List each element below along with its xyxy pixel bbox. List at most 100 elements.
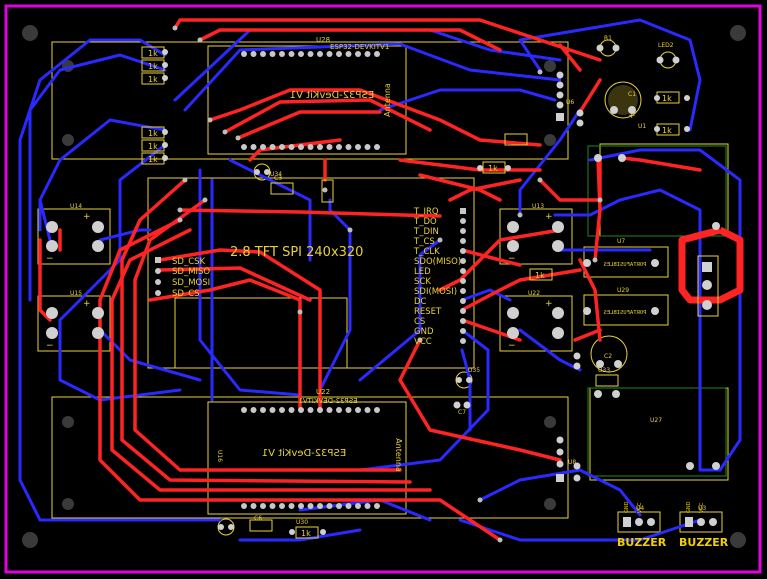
- svg-text:SD_MOSI: SD_MOSI: [172, 278, 210, 288]
- header-pad: [460, 298, 466, 304]
- svg-text:U4: U4: [636, 505, 644, 512]
- header-pad: [364, 51, 371, 57]
- header-pad: [307, 503, 314, 509]
- mount-holes: [22, 25, 746, 548]
- header-pad: [298, 144, 304, 150]
- u13-outline: [499, 208, 573, 265]
- svg-text:T_IRQ: T_IRQ: [413, 207, 439, 217]
- header-pad: [345, 407, 352, 413]
- svg-text:−: −: [46, 254, 54, 264]
- header-pad: [460, 218, 466, 224]
- header-pad: [288, 407, 295, 413]
- header-pad: [460, 208, 466, 214]
- esp-top-header-pins: [241, 51, 380, 150]
- display-left-header-pins: [155, 257, 161, 296]
- svg-text:GND: GND: [624, 501, 630, 513]
- svg-text:1k: 1k: [148, 129, 158, 138]
- header-pad: [355, 144, 361, 150]
- header-pad: [279, 503, 285, 509]
- display-left-pin-labels: SD_CSK SD_MISO SD_MOSI SD_CS: [172, 257, 210, 299]
- top-traces: [38, 18, 702, 542]
- header-pad: [460, 258, 466, 264]
- courtyard: [587, 145, 727, 477]
- svg-text:1k: 1k: [148, 49, 158, 58]
- svg-text:1k: 1k: [488, 164, 498, 173]
- svg-text:U30: U30: [296, 519, 308, 526]
- header-pad: [317, 407, 323, 413]
- header-pad: [355, 407, 361, 413]
- header-pad: [260, 503, 266, 509]
- header-pad: [345, 503, 352, 509]
- svg-text:U16: U16: [216, 450, 223, 462]
- buzzer-left: [623, 517, 655, 527]
- header-pad: [307, 144, 314, 150]
- header-pad: [460, 238, 466, 244]
- header-pad: [460, 318, 466, 324]
- svg-text:1k: 1k: [148, 75, 158, 84]
- terminal-signs: +− +− +− +− +: [46, 111, 636, 351]
- u15-outline: [37, 295, 111, 352]
- svg-text:U1: U1: [638, 123, 646, 130]
- esp-top-outline: [51, 41, 569, 160]
- header-pad: [460, 338, 466, 344]
- svg-text:GND: GND: [686, 501, 692, 513]
- header-pad: [298, 407, 304, 413]
- svg-text:−: −: [46, 341, 54, 351]
- header-pad: [345, 51, 352, 57]
- header-pad: [460, 228, 466, 234]
- header-pad: [155, 257, 161, 263]
- svg-text:ESP32-DEVKITV1: ESP32-DEVKITV1: [298, 397, 357, 405]
- svg-text:+: +: [628, 111, 636, 121]
- power-connector: [697, 255, 719, 317]
- header-pad: [288, 51, 295, 57]
- header-pad: [374, 144, 380, 150]
- svg-text:U29: U29: [617, 287, 629, 294]
- svg-text:U33: U33: [598, 367, 610, 374]
- header-pad: [345, 144, 352, 150]
- component-refs: U14 U15 U13 U22 U34 U33 U35 U30 U7 U29 U…: [70, 35, 706, 526]
- header-pad: [288, 503, 295, 509]
- svg-text:U13: U13: [532, 203, 544, 210]
- header-pad: [460, 308, 466, 314]
- header-pad: [298, 503, 304, 509]
- svg-text:+: +: [83, 212, 91, 222]
- svg-text:PORTAFUSIBLES: PORTAFUSIBLES: [603, 262, 646, 268]
- header-pad: [307, 51, 314, 57]
- svg-text:Antenna: Antenna: [394, 438, 403, 472]
- header-pad: [336, 144, 342, 150]
- svg-text:LED2: LED2: [658, 42, 674, 49]
- svg-text:SD_MISO: SD_MISO: [172, 267, 210, 277]
- header-pad: [279, 407, 285, 413]
- header-pad: [250, 503, 257, 509]
- header-pad: [155, 268, 161, 274]
- svg-text:U15: U15: [70, 290, 82, 297]
- header-pad: [317, 51, 323, 57]
- svg-text:U14: U14: [70, 203, 82, 210]
- terminal-block-u15: [46, 307, 104, 339]
- header-pad: [288, 144, 295, 150]
- header-pad: [155, 279, 161, 285]
- header-pad: [269, 503, 276, 509]
- power-trace: [678, 226, 744, 304]
- esp-bottom-header-pins: [241, 407, 380, 509]
- svg-text:SDI(MOSI): SDI(MOSI): [414, 287, 457, 297]
- header-pad: [336, 503, 342, 509]
- buzzer-right: [685, 517, 717, 527]
- header-pad: [460, 268, 466, 274]
- header-pad: [355, 51, 361, 57]
- svg-text:U3: U3: [698, 505, 706, 512]
- svg-text:LED: LED: [414, 267, 431, 277]
- svg-text:SDO(MISO): SDO(MISO): [414, 257, 461, 267]
- svg-text:SD_CSK: SD_CSK: [172, 257, 206, 267]
- svg-text:BUZZER: BUZZER: [679, 536, 729, 549]
- header-pad: [307, 407, 314, 413]
- display-title: 2.8 TFT SPI 240x320: [230, 245, 363, 260]
- header-pad: [250, 407, 257, 413]
- header-pad: [250, 144, 257, 150]
- svg-text:ESP32-DevKit V1: ESP32-DevKit V1: [262, 448, 346, 459]
- header-pad: [374, 407, 380, 413]
- fuse-holders: [583, 154, 720, 470]
- header-pad: [336, 51, 342, 57]
